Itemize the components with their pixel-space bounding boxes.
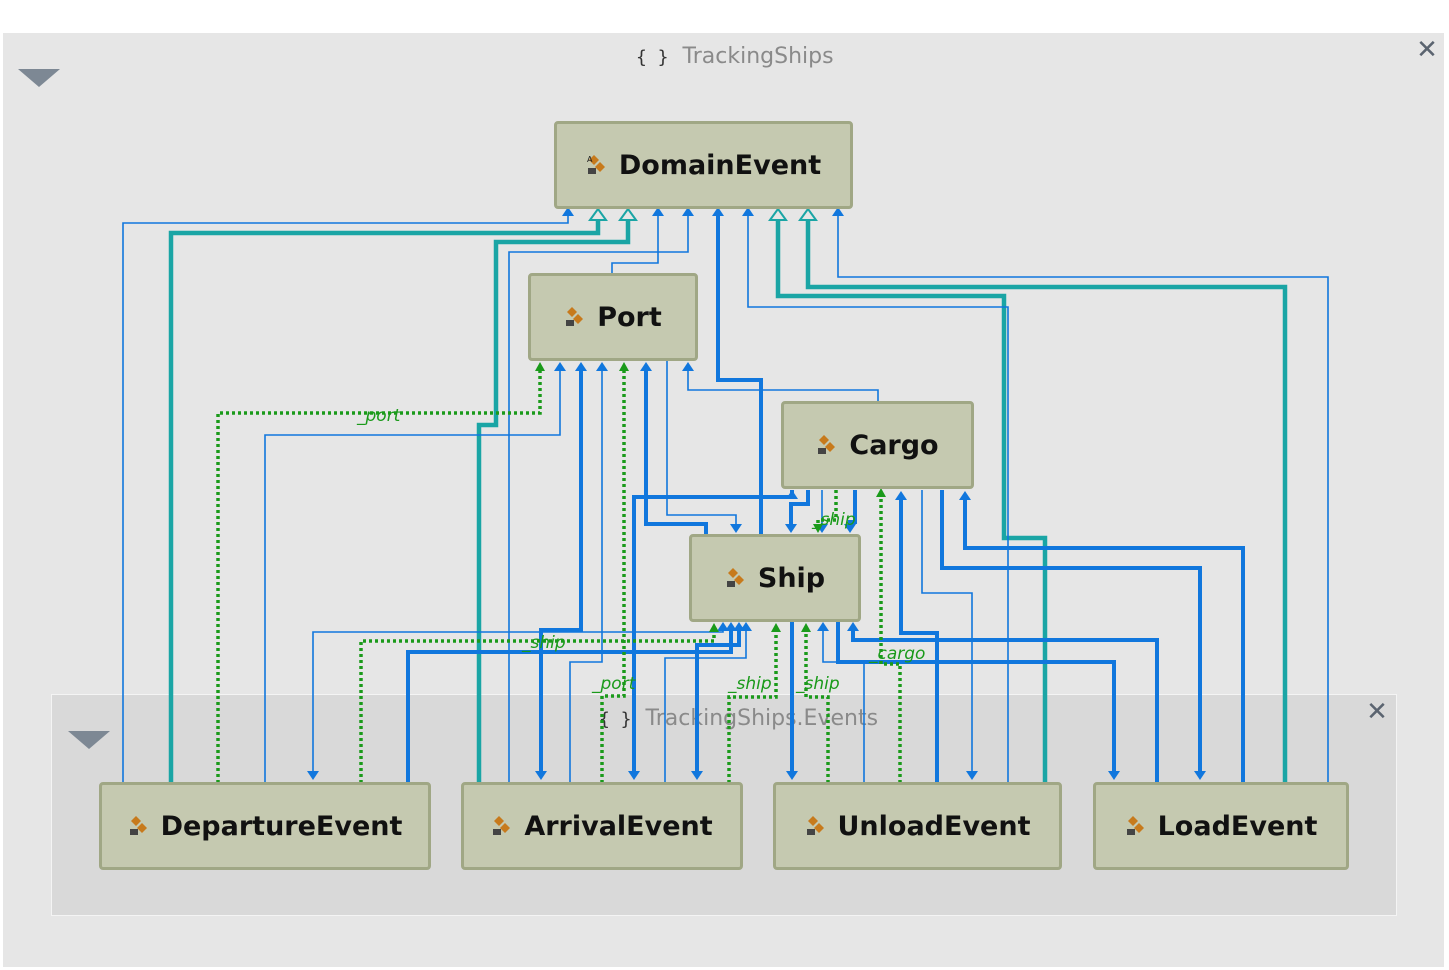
class-icon: [129, 816, 147, 835]
ref-unload-ship: [822, 628, 865, 783]
class-name: DomainEvent: [618, 149, 822, 181]
close-package-icon[interactable]: ✕: [1416, 35, 1438, 65]
svg-text:A: A: [587, 155, 593, 164]
class-domainevent[interactable]: A DomainEvent: [554, 121, 853, 209]
ref-departure-domain: [122, 215, 569, 783]
assoc-unload-cargo: [879, 494, 902, 783]
class-name: DepartureEvent: [160, 810, 403, 842]
assoc-unload-ship: [804, 630, 830, 783]
class-ship[interactable]: Ship: [689, 534, 861, 622]
ref-departure-ship: [406, 628, 733, 783]
edge-label-ship-cargo: _ship: [811, 510, 856, 530]
class-icon: [726, 568, 744, 587]
class-icon: [493, 816, 511, 835]
class-icon: [1126, 816, 1144, 835]
ref-arrival-domain: [508, 215, 689, 783]
inheritance-departure-domain: [168, 218, 601, 783]
inner-namespace-icon: { }: [599, 709, 632, 730]
inheritance-unload-domain: [775, 218, 1048, 783]
class-name: Port: [597, 301, 662, 333]
ref-port-domain: [611, 215, 659, 273]
collapse-package-arrow-icon[interactable]: [18, 69, 60, 87]
abstract-class-icon: A: [587, 155, 605, 174]
class-name: UnloadEvent: [837, 810, 1031, 842]
class-cargo[interactable]: Cargo: [781, 401, 974, 489]
ref-cargo-port: [687, 368, 879, 401]
ref-port-ship-thick: [644, 368, 708, 535]
ref-arrival-port-thick: [539, 368, 583, 772]
class-name: Cargo: [849, 429, 939, 461]
namespace-icon: { }: [636, 47, 669, 68]
collapse-inner-package-arrow-icon[interactable]: [68, 731, 110, 749]
reference-arrowheads: [307, 207, 1206, 780]
class-name: ArrivalEvent: [524, 810, 713, 842]
class-port[interactable]: Port: [528, 273, 698, 361]
ref-departure-port: [264, 368, 561, 783]
ref-port-ship: [666, 360, 737, 528]
ref-ship-departure: [312, 628, 724, 772]
thin-reference-lines: [122, 215, 1329, 783]
edge-label-cargo-unload: _cargo: [868, 644, 925, 664]
inheritance-heads: [588, 207, 818, 221]
ref-arrival-ship-thick: [695, 628, 741, 772]
inheritance-arrival-domain: [476, 218, 631, 783]
ref-load-ship: [851, 628, 1159, 783]
thick-reference-lines: [406, 215, 1245, 783]
ref-ship-load: [836, 620, 1116, 772]
ref-load-cargo: [963, 497, 1245, 783]
assoc-departure-ship: [359, 630, 716, 783]
ref-unload-cargo: [899, 497, 939, 783]
edge-label-port-departure: _port: [356, 406, 402, 426]
class-unloadevent[interactable]: UnloadEvent: [773, 782, 1062, 870]
ref-arrival-port: [569, 368, 603, 783]
package-title: { } TrackingShips: [636, 44, 834, 69]
ref-load-domain: [837, 215, 1329, 783]
edge-label-port-arrival: _port: [591, 674, 637, 694]
ref-cargo-unload: [921, 490, 973, 772]
assoc-arrival-port: [600, 370, 626, 783]
class-arrivalevent[interactable]: ArrivalEvent: [461, 782, 743, 870]
ref-cargo-load: [940, 490, 1202, 772]
class-icon: [818, 435, 836, 454]
edge-label-ship-unload: _ship: [795, 674, 840, 694]
inheritance-lines: [168, 218, 1288, 783]
class-name: Ship: [757, 562, 826, 594]
ref-unload-domain: [747, 215, 1009, 783]
class-loadevent[interactable]: LoadEvent: [1093, 782, 1349, 870]
class-icon: [566, 307, 584, 326]
assoc-arrival-ship: [727, 630, 778, 783]
package-name: TrackingShips: [682, 44, 834, 69]
ref-ship-domain: [716, 215, 763, 535]
close-inner-package-icon[interactable]: ✕: [1366, 697, 1388, 727]
inner-package-name: TrackingShips.Events: [645, 706, 879, 731]
class-departureevent[interactable]: DepartureEvent: [99, 782, 431, 870]
class-name: LoadEvent: [1157, 810, 1318, 842]
ref-cargo-ship-2: [789, 490, 810, 528]
class-icon: [806, 816, 824, 835]
edge-label-ship-arrival: _ship: [727, 674, 772, 694]
assoc-departure-port: [216, 370, 542, 783]
inner-package-title: { } TrackingShips.Events: [599, 706, 878, 731]
edge-label-ship-departure: _ship: [521, 633, 566, 653]
ref-arrival-ship: [664, 628, 747, 783]
association-arrowheads: [535, 362, 886, 632]
inheritance-load-domain: [805, 218, 1288, 783]
